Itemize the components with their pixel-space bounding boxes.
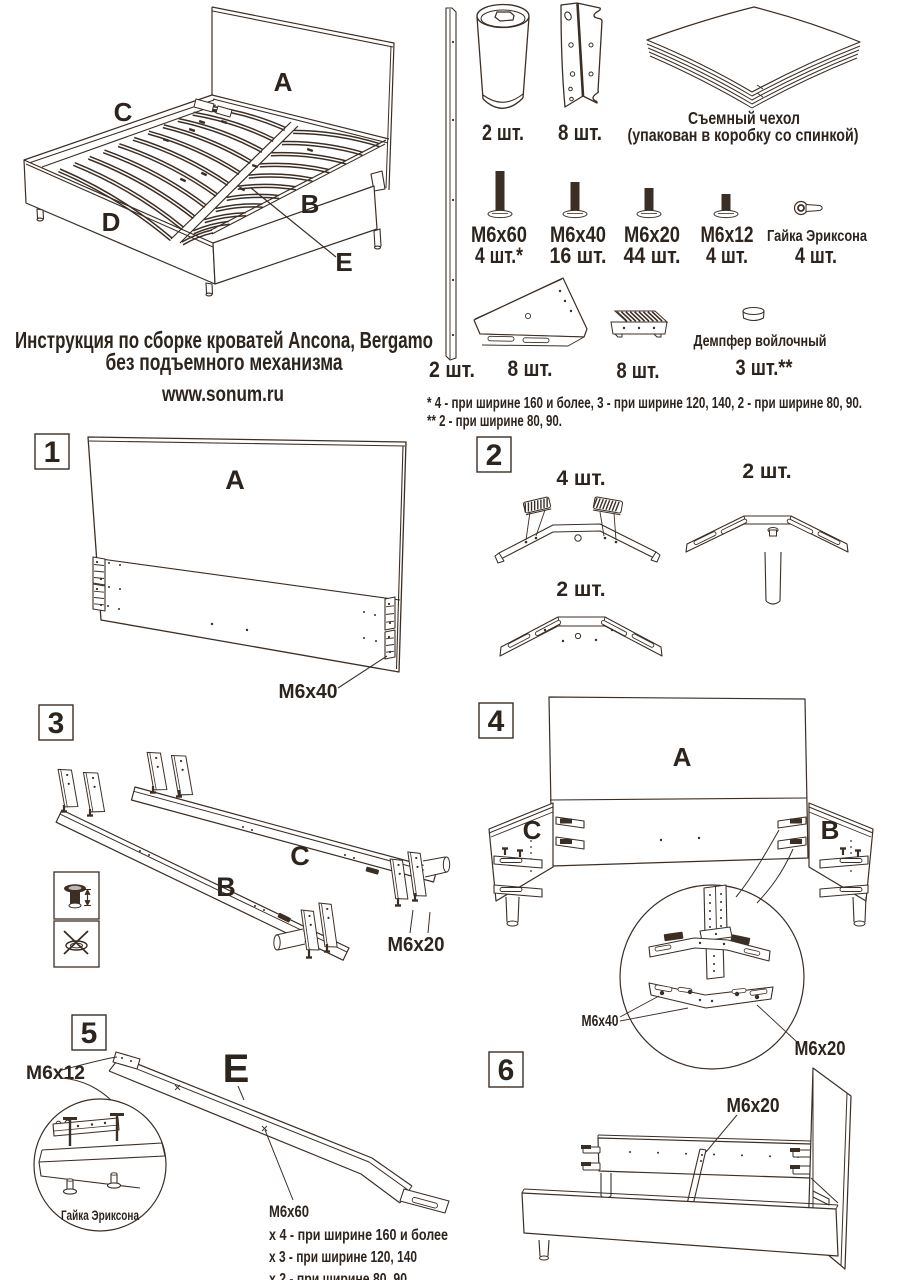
svg-text:M6x60: M6x60 [471, 222, 527, 247]
svg-text:A: A [673, 742, 692, 772]
svg-text:4: 4 [488, 705, 505, 738]
svg-text:M6x40: M6x40 [582, 1013, 619, 1030]
svg-text:M6x20: M6x20 [795, 1038, 846, 1060]
svg-text:2 шт.: 2 шт. [429, 357, 475, 382]
svg-text:3 шт.**: 3 шт.** [736, 355, 793, 380]
svg-text:Демпфер войлочный: Демпфер войлочный [694, 333, 827, 350]
svg-text:8 шт.: 8 шт. [617, 358, 660, 383]
svg-text:C: C [523, 815, 542, 845]
svg-text:Инструкция по сборке кроватей: Инструкция по сборке кроватей Ancona, Be… [15, 327, 433, 353]
svg-text:A: A [225, 465, 245, 495]
svg-text:без подъемного механизма: без подъемного механизма [106, 349, 343, 375]
svg-text:C: C [114, 97, 133, 127]
svg-text:х 2 - при ширине 80, 90: х 2 - при ширине 80, 90 [269, 1271, 407, 1280]
svg-text:Гайка Эриксона: Гайка Эриксона [61, 1207, 139, 1223]
svg-text:C: C [290, 841, 310, 871]
svg-text:16 шт.: 16 шт. [550, 243, 607, 268]
svg-text:2 шт.: 2 шт. [482, 120, 524, 145]
svg-text:E: E [335, 247, 352, 277]
svg-text:E: E [223, 1047, 250, 1091]
svg-text:M6x40: M6x40 [279, 681, 338, 703]
svg-text:1: 1 [44, 436, 61, 469]
svg-text:** 2 - при ширине 80, 90.: ** 2 - при ширине 80, 90. [427, 413, 562, 430]
svg-text:Съемный чехол: Съемный чехол [688, 108, 800, 128]
svg-text:8 шт.: 8 шт. [558, 120, 602, 145]
svg-text:M6x40: M6x40 [550, 222, 606, 247]
svg-text:4 шт.: 4 шт. [556, 467, 605, 490]
svg-text:3: 3 [48, 707, 65, 740]
svg-text:4 шт.: 4 шт. [706, 243, 748, 268]
svg-text:B: B [301, 189, 320, 219]
svg-text:х 4 - при ширине 160 и более: х 4 - при ширине 160 и более [269, 1227, 448, 1244]
svg-text:4 шт.*: 4 шт.* [475, 243, 523, 268]
svg-text:M6x12: M6x12 [701, 222, 754, 247]
svg-text:B: B [821, 815, 840, 845]
svg-text:х 3 - при ширине 120, 140: х 3 - при ширине 120, 140 [269, 1249, 417, 1266]
svg-text:www.sonum.ru: www.sonum.ru [161, 383, 284, 406]
svg-text:(упакован в коробку со спинкой: (упакован в коробку со спинкой) [628, 125, 859, 145]
svg-text:8 шт.: 8 шт. [508, 356, 553, 381]
svg-text:5: 5 [81, 1017, 98, 1050]
svg-text:4 шт.: 4 шт. [795, 243, 837, 268]
svg-text:M6x20: M6x20 [388, 934, 445, 956]
svg-text:M6x20: M6x20 [727, 1095, 780, 1117]
svg-text:M6x60: M6x60 [269, 1202, 309, 1221]
svg-text:2: 2 [486, 439, 503, 472]
svg-text:Гайка Эриксона: Гайка Эриксона [767, 228, 867, 245]
svg-text:D: D [102, 207, 121, 237]
svg-text:B: B [216, 872, 236, 902]
svg-text:A: A [274, 67, 293, 97]
svg-text:M6x20: M6x20 [624, 222, 680, 247]
svg-text:2 шт.: 2 шт. [742, 460, 791, 483]
svg-text:* 4 - при ширине 160 и более,: * 4 - при ширине 160 и более, 3 - при ши… [427, 395, 862, 412]
svg-text:44 шт.: 44 шт. [624, 243, 681, 268]
svg-text:6: 6 [498, 1054, 515, 1087]
svg-text:2 шт.: 2 шт. [556, 578, 605, 601]
